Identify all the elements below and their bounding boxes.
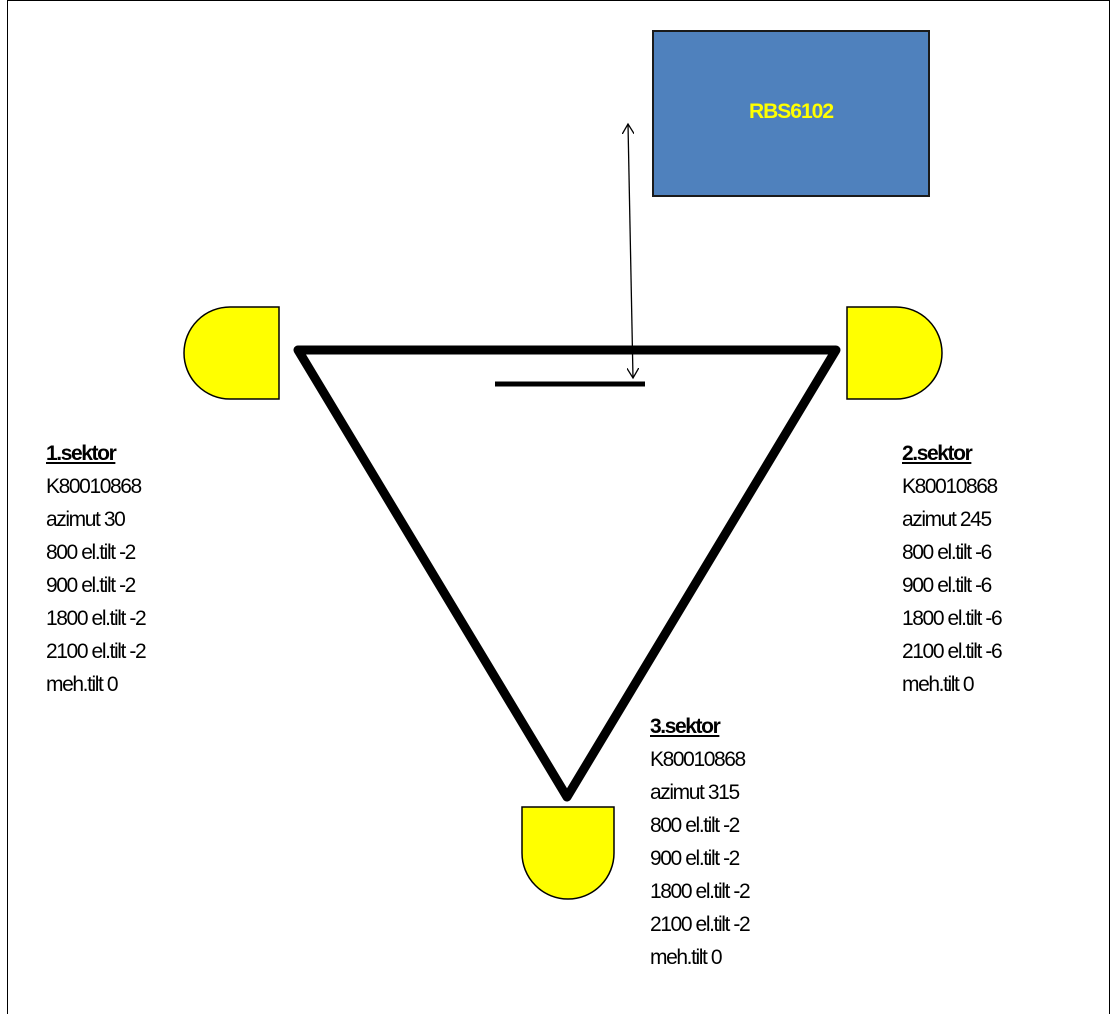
sector-tilt-800: 800 el.tilt -2: [46, 541, 136, 564]
sector-antenna-model: K80010868: [46, 475, 142, 498]
sector-2-info: 2.sektor K80010868 azimut 245 800 el.til…: [902, 437, 1003, 701]
sector-mech-tilt: meh.tilt 0: [902, 673, 975, 696]
sector-3-info: 3.sektor K80010868 azimut 315 800 el.til…: [650, 710, 751, 974]
sector-tilt-2100: 2100 el.tilt -2: [46, 640, 147, 663]
sector-antenna-model: K80010868: [650, 748, 746, 771]
tower-triangle: [293, 345, 841, 802]
sector-tilt-1800: 1800 el.tilt -2: [650, 880, 751, 903]
sector-1-info: 1.sektor K80010868 azimut 30 800 el.tilt…: [46, 437, 147, 701]
sector-azimuth: azimut 315: [650, 781, 740, 804]
sector-tilt-800: 800 el.tilt -6: [902, 541, 992, 564]
sector-tilt-900: 900 el.tilt -2: [46, 574, 136, 597]
feeder-arrow: [628, 124, 633, 378]
sector-antenna-model: K80010868: [902, 475, 998, 498]
sector-tilt-900: 900 el.tilt -2: [650, 847, 740, 870]
rbs-label: RBS6102: [748, 99, 834, 123]
sector-title: 3.sektor: [650, 715, 721, 738]
sector-azimuth: azimut 30: [46, 508, 126, 531]
sector-tilt-1800: 1800 el.tilt -6: [902, 607, 1003, 630]
antenna-sector-2-icon: [846, 306, 943, 400]
sector-title: 1.sektor: [46, 442, 117, 465]
sector-tilt-900: 900 el.tilt -6: [902, 574, 992, 597]
sector-tilt-2100: 2100 el.tilt -6: [902, 640, 1003, 663]
antenna-sector-1-icon: [183, 306, 280, 400]
sector-mech-tilt: meh.tilt 0: [650, 946, 723, 969]
diagram-frame: [7, 0, 1110, 1014]
sector-tilt-1800: 1800 el.tilt -2: [46, 607, 147, 630]
sector-tilt-2100: 2100 el.tilt -2: [650, 913, 751, 936]
rbs-unit-box: RBS6102: [652, 30, 930, 197]
antenna-sector-3-icon: [521, 806, 615, 900]
sector-title: 2.sektor: [902, 442, 973, 465]
sector-mech-tilt: meh.tilt 0: [46, 673, 119, 696]
sector-azimuth: azimut 245: [902, 508, 992, 531]
sector-tilt-800: 800 el.tilt -2: [650, 814, 740, 837]
